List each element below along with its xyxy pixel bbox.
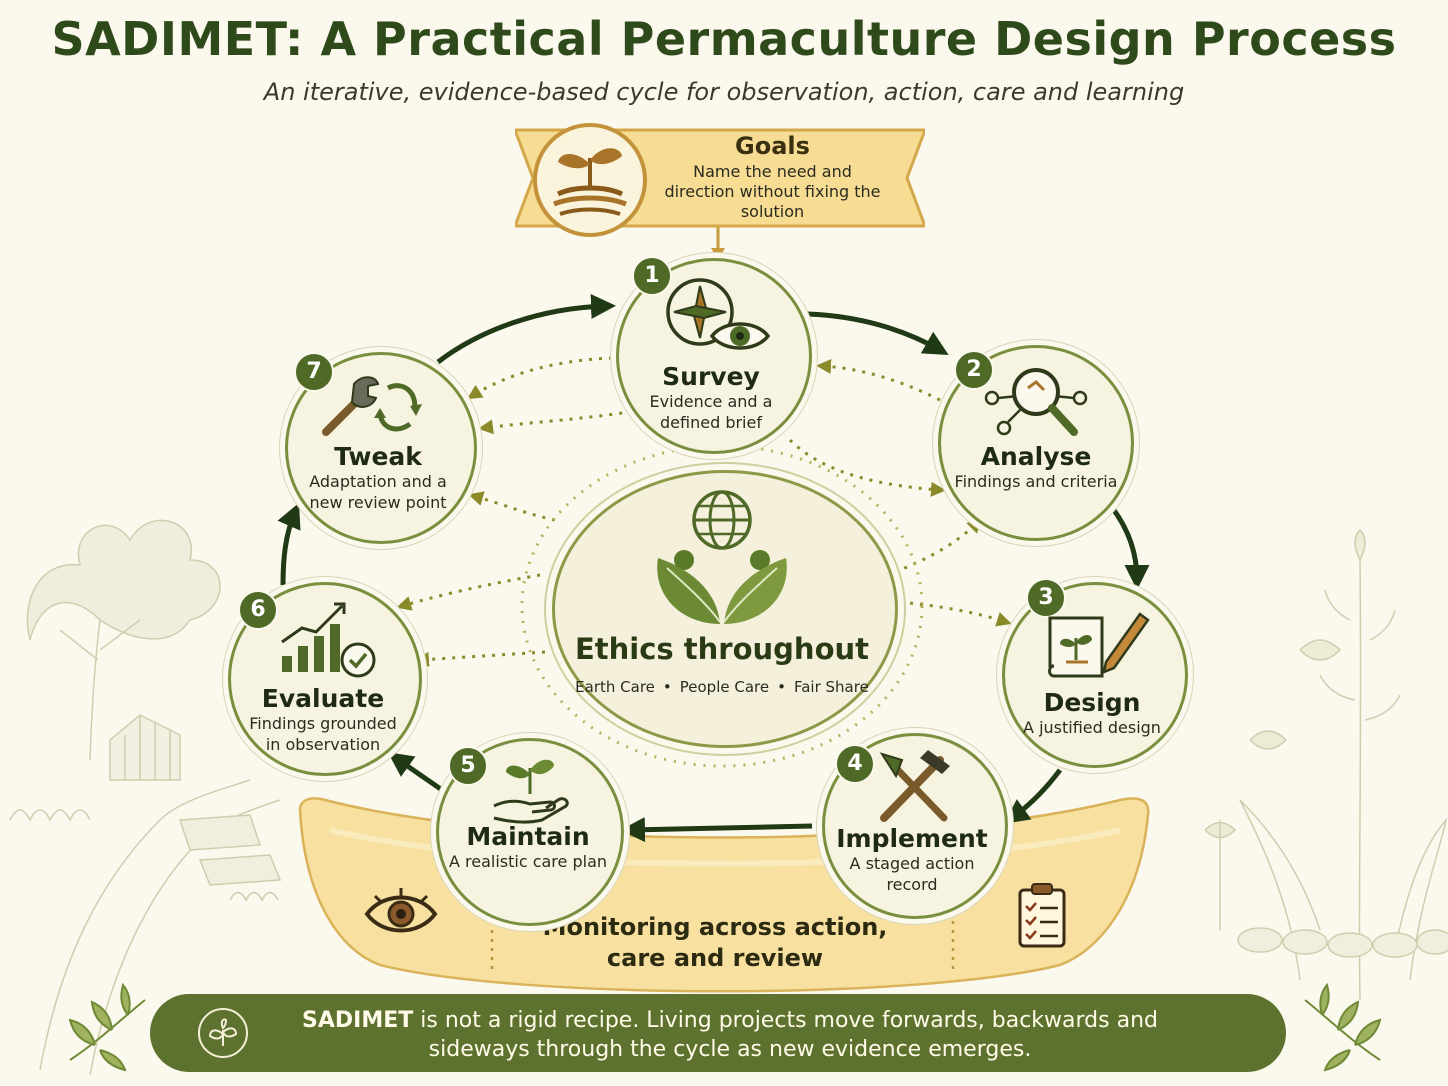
ethic-people-care: People Care [679, 678, 770, 696]
step-description: A staged action record [849, 854, 975, 894]
step-title: Analyse [980, 442, 1092, 471]
step-design-label: Design A justified design [1016, 688, 1168, 738]
bar-chart-check-icon [281, 602, 376, 678]
footer-brand: SADIMET [302, 1008, 414, 1033]
step-number-badge: 7 [294, 352, 334, 392]
plan-pencil-icon [1048, 612, 1150, 678]
step-title: Implement [836, 824, 988, 853]
wrench-cycle-icon [322, 376, 422, 436]
hammer-trowel-icon [879, 750, 950, 822]
page-title: SADIMET: A Practical Permaculture Design… [51, 12, 1397, 66]
ethics-separator: • [777, 678, 786, 696]
step-title: Maintain [466, 822, 590, 851]
step-description: Evidence and a defined brief [649, 392, 773, 432]
step-number-badge: 6 [238, 590, 278, 630]
step-maintain-label: Maintain A realistic care plan [448, 822, 608, 872]
step-implement-label: Implement A staged action record [834, 824, 990, 895]
step-title: Design [1043, 688, 1141, 717]
ethics-list: Earth Care • People Care • Fair Share [552, 678, 892, 696]
leaf-circle-icon [198, 1008, 248, 1058]
center-title: Ethics throughout [574, 632, 870, 666]
step-description: Adaptation and a new review point [309, 472, 447, 512]
goals-description: Name the need and direction without fixi… [664, 162, 881, 221]
page-subtitle: An iterative, evidence-based cycle for o… [263, 78, 1185, 106]
ethic-fair-share: Fair Share [793, 678, 869, 696]
clipboard-checklist-icon [1018, 883, 1066, 948]
step-number-badge: 4 [835, 744, 875, 784]
magnifier-network-icon [984, 368, 1088, 436]
ethics-separator: • [662, 678, 672, 696]
step-number-badge: 1 [632, 256, 672, 296]
goals-title: Goals [735, 132, 810, 160]
step-title: Tweak [334, 442, 422, 471]
step-tweak-label: Tweak Adaptation and a new review point [296, 442, 460, 513]
globe-people-leaves-icon [657, 490, 787, 624]
footer-banner [150, 994, 1286, 1072]
step-description: Findings and criteria [954, 472, 1118, 491]
goals-text: Goals Name the need and direction withou… [660, 132, 885, 222]
footer-text: SADIMET is not a rigid recipe. Living pr… [250, 1006, 1210, 1064]
step-description: A justified design [1023, 718, 1161, 737]
ethic-earth-care: Earth Care [575, 678, 655, 696]
footer-message: is not a rigid recipe. Living projects m… [413, 1008, 1158, 1062]
step-title: Evaluate [261, 684, 385, 713]
step-title: Survey [662, 362, 760, 391]
sprout-soil-icon [533, 123, 647, 237]
eye-icon [364, 888, 438, 933]
step-number-badge: 3 [1026, 578, 1066, 618]
compass-eye-icon [666, 278, 771, 350]
hand-seedling-icon [493, 759, 569, 824]
step-number-badge: 2 [954, 350, 994, 390]
step-description: A realistic care plan [448, 852, 608, 871]
step-analyse-label: Analyse Findings and criteria [952, 442, 1120, 492]
step-number-badge: 5 [448, 746, 488, 786]
ethics-center-node [552, 470, 898, 748]
step-survey-label: Survey Evidence and a defined brief [630, 362, 792, 433]
monitoring-label: Monitoring across action, care and revie… [542, 913, 888, 972]
step-description: Findings grounded in observation [249, 714, 397, 754]
step-evaluate-label: Evaluate Findings grounded in observatio… [240, 684, 406, 755]
